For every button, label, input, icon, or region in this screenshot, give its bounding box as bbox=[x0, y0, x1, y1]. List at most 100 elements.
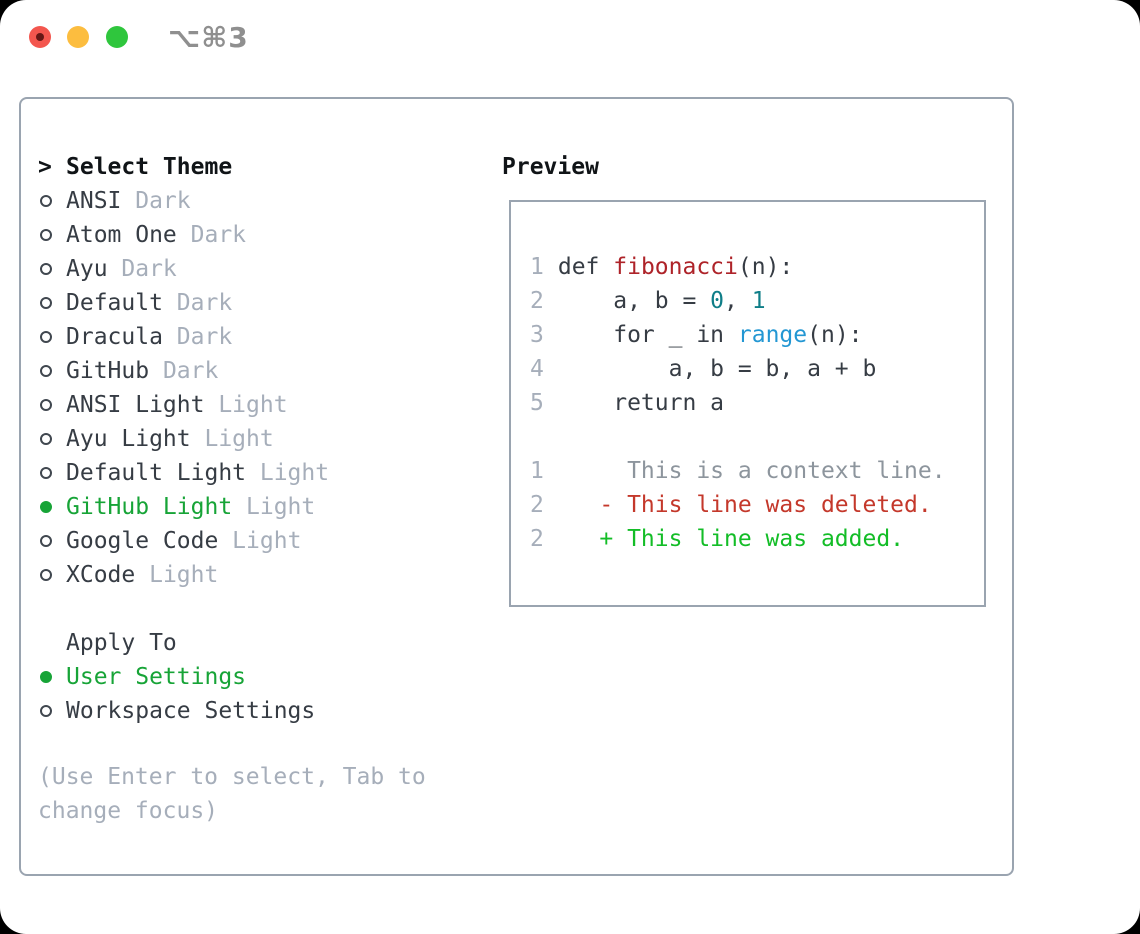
theme-name: ANSI bbox=[66, 188, 122, 214]
radio-selected-icon bbox=[40, 671, 52, 683]
code-token: return a bbox=[544, 390, 725, 416]
preview-line: 2 - This line was deleted. bbox=[530, 488, 946, 522]
theme-name: Dracula bbox=[66, 324, 163, 350]
theme-option[interactable]: Ayu Light Light bbox=[38, 422, 329, 456]
zoom-button[interactable] bbox=[106, 26, 128, 48]
radio-marker bbox=[38, 671, 66, 683]
radio-unselected-icon bbox=[40, 263, 52, 275]
preview-line: 4 a, b = b, a + b bbox=[530, 352, 946, 386]
preview-header: Preview bbox=[502, 150, 599, 184]
preview-line: 3 for _ in range(n): bbox=[530, 318, 946, 352]
theme-variant-tag: Light bbox=[246, 460, 330, 486]
theme-option[interactable]: ANSI Light Light bbox=[38, 388, 329, 422]
theme-option[interactable]: ANSI Dark bbox=[38, 184, 329, 218]
theme-name: Ayu Light bbox=[66, 426, 191, 452]
radio-marker bbox=[38, 365, 66, 377]
theme-option[interactable]: GitHub Light Light bbox=[38, 490, 329, 524]
radio-marker bbox=[38, 535, 66, 547]
code-token: 1 bbox=[751, 288, 766, 314]
window-title: ⌥⌘3 bbox=[168, 21, 249, 54]
theme-variant-tag: Dark bbox=[149, 358, 219, 384]
diff-text: - This line was deleted. bbox=[544, 492, 932, 518]
radio-unselected-icon bbox=[40, 467, 52, 479]
theme-option[interactable]: GitHub Dark bbox=[38, 354, 329, 388]
theme-name: Atom One bbox=[66, 222, 177, 248]
theme-name: ANSI Light bbox=[66, 392, 205, 418]
radio-marker bbox=[38, 297, 66, 309]
theme-name: Default Light bbox=[66, 460, 247, 486]
code-token: a, b = bbox=[544, 288, 711, 314]
theme-name: Google Code bbox=[66, 528, 219, 554]
radio-unselected-icon bbox=[40, 365, 52, 377]
radio-unselected-icon bbox=[40, 297, 52, 309]
help-text: (Use Enter to select, Tab to change focus… bbox=[38, 760, 426, 828]
radio-marker bbox=[38, 433, 66, 445]
help-line: (Use Enter to select, Tab to bbox=[38, 764, 426, 790]
line-number: 2 bbox=[530, 526, 544, 552]
title-bar: ⌥⌘3 bbox=[0, 0, 1140, 74]
radio-unselected-icon bbox=[40, 705, 52, 717]
line-number: 1 bbox=[530, 458, 544, 484]
theme-variant-tag: Dark bbox=[162, 290, 233, 316]
theme-variant-tag: Light bbox=[135, 562, 219, 588]
preview-line: 5 return a bbox=[530, 386, 946, 420]
theme-variant-tag: Dark bbox=[176, 222, 247, 248]
radio-selected-icon bbox=[40, 501, 52, 513]
radio-marker bbox=[38, 569, 66, 581]
minimize-button[interactable] bbox=[67, 26, 89, 48]
radio-marker bbox=[38, 501, 66, 513]
theme-variant-tag: Light bbox=[218, 528, 302, 554]
code-token: (n): bbox=[737, 254, 794, 280]
prompt-marker: > bbox=[38, 154, 66, 180]
line-number: 2 bbox=[530, 288, 544, 314]
code-token: fibonacci bbox=[613, 254, 738, 280]
theme-option[interactable]: Default Light Light bbox=[38, 456, 329, 490]
preview-line: 1 def fibonacci(n): bbox=[530, 250, 946, 284]
radio-unselected-icon bbox=[40, 399, 52, 411]
line-number: 4 bbox=[530, 356, 544, 382]
theme-variant-tag: Dark bbox=[162, 324, 233, 350]
theme-option[interactable]: Default Dark bbox=[38, 286, 329, 320]
code-token: , bbox=[724, 288, 752, 314]
diff-text: + This line was added. bbox=[544, 526, 905, 552]
theme-variant-tag: Light bbox=[190, 426, 274, 452]
help-line: change focus) bbox=[38, 798, 219, 824]
theme-name: XCode bbox=[66, 562, 136, 588]
theme-option[interactable]: Dracula Dark bbox=[38, 320, 329, 354]
apply-to-header: Apply To bbox=[38, 626, 315, 660]
select-theme-title: Select Theme bbox=[66, 154, 233, 180]
theme-variant-tag: Dark bbox=[107, 256, 177, 282]
radio-marker bbox=[38, 399, 66, 411]
theme-name: GitHub Light bbox=[66, 494, 233, 520]
code-token: range bbox=[737, 322, 808, 348]
radio-unselected-icon bbox=[40, 331, 52, 343]
theme-option[interactable]: Google Code Light bbox=[38, 524, 329, 558]
code-token: for _ in bbox=[544, 322, 738, 348]
theme-option[interactable]: Ayu Dark bbox=[38, 252, 329, 286]
theme-name: GitHub bbox=[66, 358, 150, 384]
preview-line: 2 a, b = 0, 1 bbox=[530, 284, 946, 318]
line-number: 1 bbox=[530, 254, 544, 280]
line-number: 5 bbox=[530, 390, 544, 416]
preview-title: Preview bbox=[502, 154, 599, 180]
apply-to-option[interactable]: Workspace Settings bbox=[38, 694, 315, 728]
theme-option[interactable]: Atom One Dark bbox=[38, 218, 329, 252]
blank bbox=[544, 424, 558, 450]
close-button[interactable] bbox=[29, 26, 51, 48]
apply-to-label: Apply To bbox=[66, 630, 177, 656]
apply-to-option-label: User Settings bbox=[66, 664, 247, 690]
apply-to-option[interactable]: User Settings bbox=[38, 660, 315, 694]
prompt-caret-icon: > bbox=[38, 154, 52, 180]
code-token: a, b = b, a + b bbox=[544, 356, 877, 382]
theme-name: Ayu bbox=[66, 256, 108, 282]
theme-option[interactable]: XCode Light bbox=[38, 558, 329, 592]
radio-marker bbox=[38, 229, 66, 241]
code-token: (n): bbox=[807, 322, 863, 348]
radio-unselected-icon bbox=[40, 195, 52, 207]
apply-to-option-label: Workspace Settings bbox=[66, 698, 316, 724]
line-number: 2 bbox=[530, 492, 544, 518]
